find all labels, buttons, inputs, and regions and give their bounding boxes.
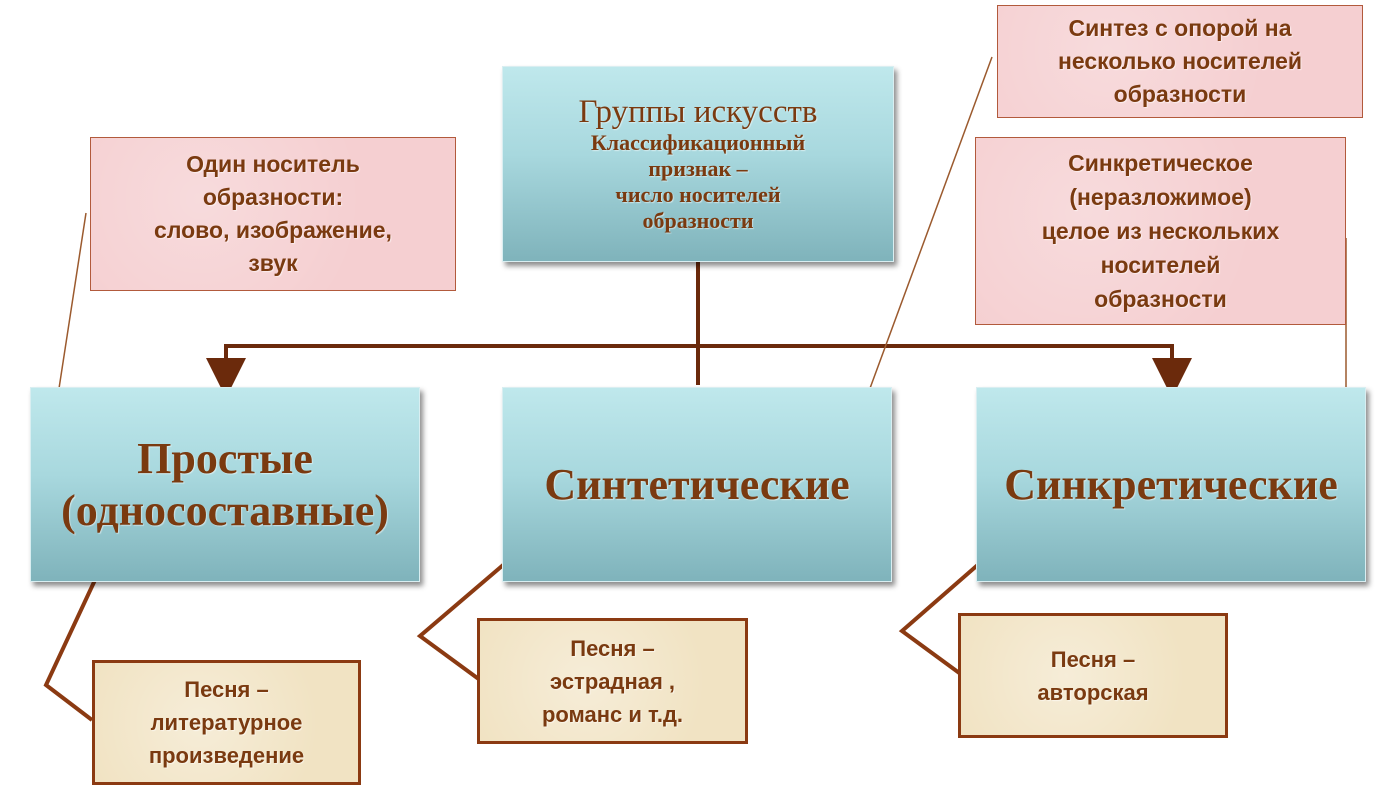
callout-note-left: [55, 212, 87, 409]
note-syncretic-line-2: (неразложимое): [1069, 184, 1252, 210]
note-syncretic-line-3: целое из нескольких: [1041, 218, 1280, 244]
example-simple: Песня – литературное произведение: [92, 660, 361, 785]
category-simple-line-2: (односоставные): [61, 485, 389, 535]
callout-example-middle: [416, 552, 518, 682]
category-synthetic: Синтетические: [502, 387, 892, 582]
root-title: Группы искусств: [578, 94, 818, 130]
example-synthetic-line-1: Песня –: [570, 635, 655, 661]
category-simple: Простые (односоставные): [30, 387, 420, 582]
example-simple-line-2: литературное: [150, 710, 303, 735]
category-synthetic-line-1: Синтетические: [544, 459, 850, 509]
note-synthetic-line-1: Синтез с опорой на: [1068, 15, 1292, 41]
root-line-3: число носителей: [615, 182, 781, 207]
example-simple-line-3: произведение: [148, 743, 305, 768]
callout-example-left: [43, 564, 104, 722]
root-node: Группы искусств Классификационный призна…: [502, 66, 894, 262]
note-simple-line-1: Один носитель: [186, 151, 360, 177]
note-synthetic-line-3: образности: [1113, 81, 1247, 107]
example-syncretic: Песня – авторская: [958, 613, 1228, 738]
note-synthetic-line-2: несколько носителей: [1057, 48, 1303, 74]
category-syncretic: Синкретические: [976, 387, 1366, 582]
example-synthetic-line-2: эстрадная ,: [549, 668, 676, 694]
example-simple-line-1: Песня –: [184, 677, 269, 702]
example-synthetic-line-3: романс и т.д.: [541, 701, 684, 727]
note-simple: Один носитель образности: слово, изображ…: [90, 137, 456, 291]
note-syncretic: Синкретическое (неразложимое) целое из н…: [975, 137, 1346, 325]
note-simple-line-4: звук: [248, 250, 298, 276]
note-simple-line-3: слово, изображение,: [154, 217, 392, 243]
callout-example-right: [898, 547, 998, 677]
callout-note-middle: [861, 56, 993, 411]
category-syncretic-line-1: Синкретические: [1004, 459, 1338, 509]
example-syncretic-line-2: авторская: [1037, 679, 1149, 705]
note-syncretic-line-4: носителей: [1100, 252, 1221, 278]
note-simple-line-2: образности:: [202, 184, 344, 210]
example-syncretic-line-1: Песня –: [1050, 646, 1136, 672]
root-line-4: образности: [642, 208, 754, 233]
root-line-2: признак –: [648, 156, 748, 181]
category-simple-line-1: Простые: [137, 433, 313, 483]
note-syncretic-line-1: Синкретическое: [1068, 150, 1253, 176]
note-synthetic: Синтез с опорой на несколько носителей о…: [997, 5, 1363, 118]
note-syncretic-line-5: образности: [1094, 286, 1227, 312]
example-synthetic: Песня – эстрадная , романс и т.д.: [477, 618, 748, 744]
root-line-1: Классификационный: [590, 130, 806, 155]
